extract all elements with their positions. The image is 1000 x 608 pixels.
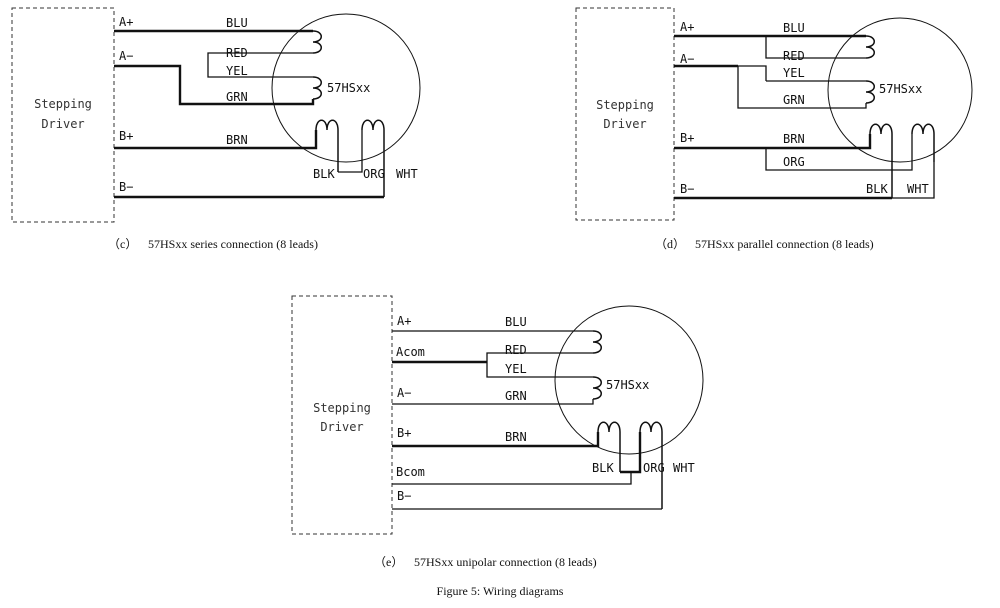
- wire-red: [486, 352, 593, 378]
- terminal-a-plus: A+: [680, 20, 694, 34]
- wire-label-yel: YEL: [783, 66, 805, 80]
- terminal-b-plus: B+: [680, 131, 694, 145]
- terminal-a-plus: A+: [119, 15, 133, 29]
- caption-text: 57HSxx series connection (8 leads): [148, 237, 318, 251]
- wire-b-plus: [392, 432, 600, 448]
- wire-blk-org-bridge: [620, 432, 642, 474]
- wire-blk-org-bridge: [338, 130, 363, 173]
- terminal-b-minus: B−: [397, 489, 411, 503]
- diagram-parallel-connection: Stepping Driver 57HSxx A+ A− B+ B− BLU R…: [575, 7, 973, 251]
- coil-a-lower: [592, 376, 602, 400]
- coil-b-right: [361, 119, 385, 197]
- wire-bcom: [392, 472, 632, 485]
- coil-b-left: [315, 119, 339, 172]
- terminal-bcom: Bcom: [396, 465, 425, 479]
- wire-label-brn: BRN: [505, 430, 527, 444]
- wire-label-org: ORG: [783, 155, 805, 169]
- wire-label-red: RED: [783, 49, 805, 63]
- wire-label-yel: YEL: [226, 64, 248, 78]
- diagram-series-connection: Stepping Driver 57HSxx A+ A− B+ B− BLU R…: [11, 7, 421, 251]
- driver-box: [291, 295, 393, 535]
- terminal-b-plus: B+: [119, 129, 133, 143]
- terminal-a-plus: A+: [397, 314, 411, 328]
- driver-label-line1: Stepping: [313, 401, 371, 415]
- motor-circle: [827, 17, 973, 163]
- wire-label-blk: BLK: [592, 461, 614, 475]
- driver-box: [11, 7, 115, 223]
- motor-circle: [554, 305, 704, 455]
- wire-label-brn: BRN: [783, 132, 805, 146]
- wire-label-yel: YEL: [505, 362, 527, 376]
- driver-label-line1: Stepping: [596, 98, 654, 112]
- figure-caption: Figure 5: Wiring diagrams: [437, 584, 564, 598]
- wire-grn: [737, 66, 867, 109]
- wire-label-brn: BRN: [226, 133, 248, 147]
- terminal-a-minus: A−: [680, 52, 694, 66]
- wire-label-grn: GRN: [505, 389, 527, 403]
- caption-text: 57HSxx unipolar connection (8 leads): [414, 555, 597, 569]
- caption-letter: （e）: [374, 555, 403, 569]
- driver-label-line2: Driver: [320, 420, 363, 434]
- motor-circle: [271, 13, 421, 163]
- wire-label-wht: WHT: [907, 182, 929, 196]
- terminal-acom: Acom: [396, 345, 425, 359]
- wire-label-blu: BLU: [226, 16, 248, 30]
- terminal-a-minus: A−: [119, 49, 133, 63]
- coil-a-lower: [865, 80, 875, 104]
- caption-text: 57HSxx parallel connection (8 leads): [695, 237, 874, 251]
- wire-label-wht: WHT: [396, 167, 418, 181]
- driver-box: [575, 7, 675, 221]
- wire-red-yel-bridge: [207, 52, 313, 78]
- wire-label-blk: BLK: [866, 182, 888, 196]
- terminal-b-plus: B+: [397, 426, 411, 440]
- coil-a-upper: [592, 330, 602, 354]
- coil-b-right: [639, 421, 663, 509]
- coil-b-left: [869, 123, 893, 198]
- wire-a-minus: [392, 399, 594, 405]
- driver-label-line2: Driver: [41, 117, 84, 131]
- motor-label: 57HSxx: [879, 82, 922, 96]
- coil-b-left: [597, 421, 621, 472]
- terminal-b-minus: B−: [680, 182, 694, 196]
- coil-a-lower: [312, 76, 322, 100]
- wire-wht: [892, 162, 935, 199]
- coil-b-right: [911, 123, 935, 162]
- wire-label-grn: GRN: [783, 93, 805, 107]
- terminal-a-minus: A−: [397, 386, 411, 400]
- caption-letter: （c）: [108, 237, 137, 251]
- wire-label-grn: GRN: [226, 90, 248, 104]
- wire-label-blk: BLK: [313, 167, 335, 181]
- wire-b-plus: [114, 130, 318, 150]
- coil-a-upper: [865, 35, 875, 59]
- diagram-unipolar-connection: Stepping Driver 57HSxx A+ Acom A− B+ Bco…: [291, 295, 704, 569]
- driver-label-line2: Driver: [603, 117, 646, 131]
- wire-a-minus: [114, 64, 315, 106]
- wire-label-blu: BLU: [505, 315, 527, 329]
- motor-label: 57HSxx: [606, 378, 649, 392]
- wire-label-org: ORG: [363, 167, 385, 181]
- wire-b-plus: [674, 134, 872, 150]
- wire-red: [765, 36, 866, 59]
- coil-a-upper: [312, 30, 322, 54]
- wire-label-wht: WHT: [673, 461, 695, 475]
- terminal-b-minus: B−: [119, 180, 133, 194]
- wire-a-minus-yel-join: [738, 65, 767, 81]
- motor-label: 57HSxx: [327, 81, 370, 95]
- wire-label-org: ORG: [643, 461, 665, 475]
- wire-label-blu: BLU: [783, 21, 805, 35]
- wire-org: [765, 134, 913, 171]
- driver-label-line1: Stepping: [34, 97, 92, 111]
- caption-letter: （d）: [655, 237, 685, 251]
- wire-label-red: RED: [505, 343, 527, 357]
